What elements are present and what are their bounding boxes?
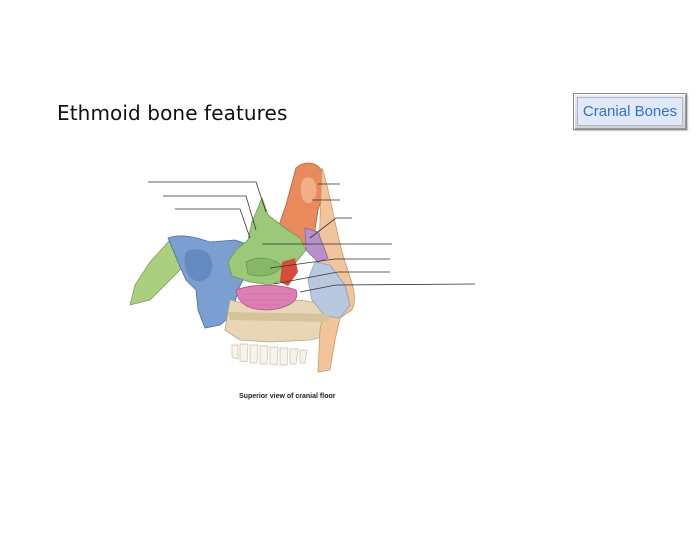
leader-line-10 bbox=[299, 283, 476, 293]
figure-caption: Superior view of cranial floor bbox=[239, 393, 336, 400]
sphenoid-sinus bbox=[184, 249, 213, 282]
leader-line-1 bbox=[148, 181, 267, 213]
leader-line-6 bbox=[309, 217, 352, 239]
leader-lines bbox=[148, 181, 476, 293]
leader-line-2 bbox=[163, 195, 257, 231]
leader-line-8 bbox=[269, 258, 390, 269]
frontal-sinus bbox=[300, 177, 317, 204]
leader-line-3 bbox=[175, 208, 251, 239]
hard-palate bbox=[228, 312, 330, 322]
inferior-turbinate-red bbox=[280, 258, 298, 286]
nasal-bone bbox=[304, 227, 329, 263]
cranial-bones-button-label: Cranial Bones bbox=[577, 97, 683, 126]
slide-title: Ethmoid bone features bbox=[57, 101, 288, 125]
vomer-texture bbox=[242, 293, 290, 306]
leader-line-9 bbox=[273, 271, 390, 285]
cranial-bones-button[interactable]: Cranial Bones bbox=[573, 93, 687, 130]
teeth bbox=[231, 343, 308, 366]
vomer bbox=[235, 284, 298, 311]
